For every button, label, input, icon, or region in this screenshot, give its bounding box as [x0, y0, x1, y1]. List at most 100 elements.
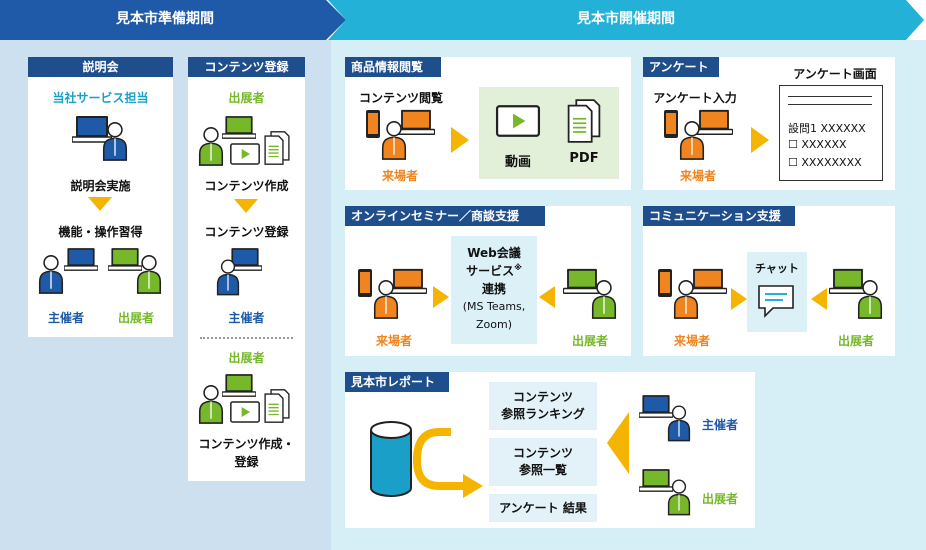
- web-meeting-label-2: サービス※: [466, 263, 522, 278]
- survey-screen-title: アンケート画面: [793, 67, 877, 81]
- survey-result-label: アンケート 結果: [499, 500, 587, 515]
- pdf-docs-icon: [567, 99, 601, 143]
- content-reg-exhibitor-b-label: 出展者: [228, 351, 265, 365]
- product-info-card: 商品情報閲覧 コンテンツ閲覧 来場者 動画 PDF: [345, 57, 631, 190]
- briefing-card: 説明会 当社サービス担当 説明会実施 機能・操作習得 主催者 出展者: [28, 57, 173, 337]
- comm-visitor-phone-icon: [657, 268, 673, 298]
- product-right-arrow-icon: [451, 127, 469, 153]
- content-reg-exhibitor-person-icon: [198, 125, 224, 167]
- content-reg-organizer-person-icon: [216, 257, 240, 297]
- prep-header-title: 見本市準備期間: [116, 11, 214, 27]
- survey-visitor-label: 来場者: [679, 169, 716, 183]
- chat-box: チャット: [747, 252, 807, 332]
- communication-card: コミュニケーション支援 来場者 チャット 出展者: [643, 206, 895, 356]
- content-reg-b-docs-icon: [264, 389, 290, 423]
- briefing-staff-person-icon: [102, 119, 128, 163]
- communication-tag: コミュニケーション支援: [643, 206, 795, 226]
- content-reg-docs-icon: [264, 131, 290, 165]
- web-meeting-label-4: (MS Teams,: [462, 300, 526, 313]
- content-list-box: コンテンツ参照一覧: [489, 438, 597, 486]
- briefing-exhibitor-label: 出展者: [117, 311, 154, 325]
- content-list-label-2: 参照一覧: [518, 463, 567, 477]
- content-register-label: コンテンツ登録: [204, 225, 289, 239]
- content-reg-video-icon: [230, 143, 260, 165]
- survey-tag: アンケート: [643, 57, 719, 77]
- content-registration-tag: コンテンツ登録: [188, 57, 305, 77]
- comm-exhibitor-label: 出展者: [837, 334, 874, 348]
- video-icon: [495, 105, 541, 137]
- survey-right-arrow-icon: [751, 127, 769, 153]
- organizer-person-icon: [38, 253, 64, 295]
- briefing-tag: 説明会: [28, 57, 173, 77]
- web-meeting-label-1: Web会議: [467, 246, 521, 260]
- survey-input-label: アンケート入力: [653, 91, 737, 105]
- web-meeting-label-5: Zoom): [475, 318, 512, 331]
- seminar-exhibitor-label: 出展者: [571, 334, 608, 348]
- comm-right-arrow-icon: [731, 288, 747, 310]
- event-header-title: 見本市開催期間: [577, 11, 675, 27]
- content-reg-divider: [200, 337, 293, 339]
- content-reg-down-arrow-icon: [234, 199, 258, 213]
- report-exhibitor-label: 出展者: [701, 492, 738, 506]
- report-exhibitor-person-icon: [667, 476, 691, 518]
- seminar-exhibitor-person-icon: [591, 278, 617, 320]
- content-create-label: コンテンツ作成: [204, 179, 289, 193]
- briefing-staff-label: 当社サービス担当: [52, 91, 149, 105]
- survey-visitor-phone-icon: [663, 109, 679, 139]
- report-left-arrow-icon: [607, 412, 629, 474]
- briefing-down-arrow-icon: [88, 197, 112, 211]
- briefing-step2-label: 機能・操作習得: [58, 225, 143, 239]
- seminar-visitor-person-icon: [373, 278, 399, 320]
- briefing-organizer-label: 主催者: [47, 311, 84, 325]
- prep-header-shape: [0, 0, 346, 40]
- seminar-right-arrow-icon: [433, 286, 449, 308]
- seminar-card: オンラインセミナー／商談支援 来場者 Web会議 サービス※ 連携 (MS Te…: [345, 206, 631, 356]
- content-list-label-1: コンテンツ: [512, 446, 573, 460]
- content-create-register-label-1: コンテンツ作成・: [198, 437, 295, 451]
- report-organizer-person-icon: [667, 402, 691, 444]
- chat-bubble-icon: [758, 285, 794, 318]
- survey-screen-mock: 設問1 XXXXXX ☐ XXXXXX ☐ XXXXXXXX: [779, 85, 883, 181]
- content-reg-b-person-icon: [198, 383, 224, 425]
- seminar-visitor-phone-icon: [357, 268, 373, 298]
- content-reg-pc-icon: [222, 115, 256, 141]
- content-reg-b-video-icon: [230, 401, 260, 423]
- survey-option-1: ☐ XXXXXX: [788, 138, 847, 151]
- content-reg-exhibitor-a-label: 出展者: [228, 91, 265, 105]
- survey-screen-line-1: [788, 96, 872, 97]
- product-visitor-label: 来場者: [381, 169, 418, 183]
- report-card: 見本市レポート コンテンツ参照ランキング コンテンツ参照一覧 アンケート 結果 …: [345, 372, 755, 528]
- web-meeting-box: Web会議 サービス※ 連携 (MS Teams, Zoom): [451, 236, 537, 344]
- report-organizer-label: 主催者: [701, 418, 738, 432]
- exhibitor-person-icon: [136, 253, 162, 295]
- content-reg-organizer-label: 主催者: [228, 311, 265, 325]
- pdf-label: PDF: [569, 151, 599, 166]
- content-browse-label: コンテンツ閲覧: [358, 91, 443, 105]
- survey-result-box: アンケート 結果: [489, 494, 597, 522]
- comm-visitor-label: 来場者: [673, 334, 710, 348]
- product-info-tag: 商品情報閲覧: [345, 57, 441, 77]
- comm-visitor-person-icon: [673, 278, 699, 320]
- web-meeting-label-3: 連携: [481, 282, 506, 296]
- event-header-shape: [328, 0, 924, 40]
- chat-label: チャット: [755, 262, 799, 275]
- comm-left-arrow-icon: [811, 288, 827, 310]
- seminar-visitor-label: 来場者: [375, 334, 412, 348]
- survey-card: アンケート アンケート入力 来場者 アンケート画面 設問1 XXXXXX ☐ X…: [643, 57, 895, 190]
- report-tag: 見本市レポート: [345, 372, 449, 392]
- briefing-step1-label: 説明会実施: [70, 179, 131, 193]
- ranking-label-2: 参照ランキング: [501, 407, 585, 421]
- content-registration-card: コンテンツ登録 出展者 コンテンツ作成 コンテンツ登録 主催者 出展者 コンテン…: [188, 57, 305, 481]
- product-visitor-phone-icon: [365, 109, 381, 139]
- ranking-box: コンテンツ参照ランキング: [489, 382, 597, 430]
- media-box: 動画 PDF: [479, 87, 619, 179]
- survey-question-1: 設問1 XXXXXX: [788, 122, 866, 135]
- survey-screen-line-2: [788, 104, 872, 105]
- database-icon: [370, 421, 483, 498]
- content-create-register-label-2: 登録: [234, 455, 259, 469]
- content-reg-b-pc-icon: [222, 373, 256, 399]
- product-visitor-person-icon: [381, 119, 407, 161]
- seminar-tag: オンラインセミナー／商談支援: [345, 206, 545, 226]
- ranking-label-1: コンテンツ: [512, 390, 573, 404]
- comm-exhibitor-person-icon: [857, 278, 883, 320]
